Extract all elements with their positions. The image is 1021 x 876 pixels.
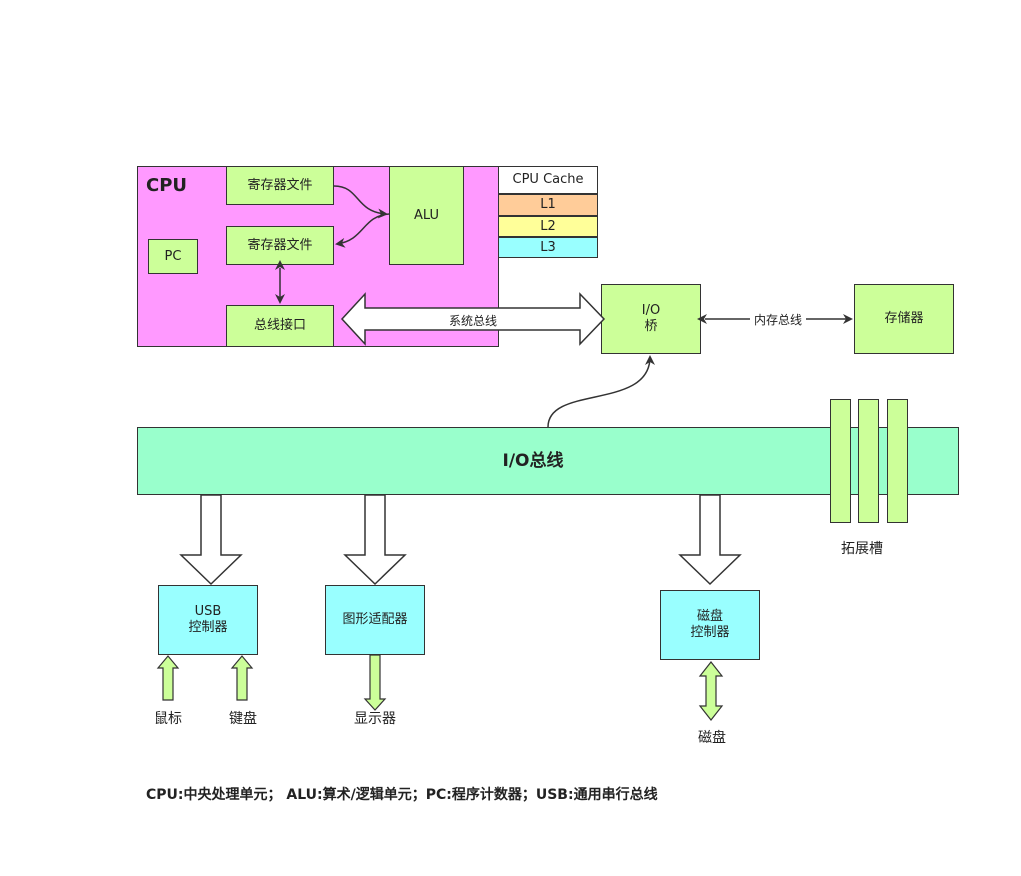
display-label: 显示器	[354, 711, 396, 727]
alu-label: ALU	[413, 207, 439, 223]
disk-controller-line1: 磁盘	[696, 609, 723, 624]
usb-controller-line1: USB	[194, 604, 222, 619]
alu-box: ALU	[389, 166, 464, 265]
bus-interface-label: 总线接口	[253, 318, 306, 333]
io-bus-to-graphics-arrow	[343, 494, 407, 586]
cache-l1-label: L1	[540, 197, 556, 212]
cache-l3-label: L3	[540, 239, 556, 255]
cache-l1: L1	[498, 194, 598, 216]
mouse-arrow	[156, 655, 180, 701]
expansion-slot-1	[830, 399, 851, 523]
memory-label: 存储器	[884, 311, 924, 326]
expansion-slot-2	[858, 399, 879, 523]
cpu-cache-title: CPU Cache	[498, 166, 598, 194]
io-bus-label: I/O总线	[502, 451, 564, 471]
cache-l2: L2	[498, 216, 598, 237]
disk-label: 磁盘	[698, 730, 726, 746]
mouse-label: 鼠标	[154, 711, 182, 727]
io-bridge-line2: 桥	[644, 319, 658, 334]
pc-label: PC	[164, 248, 182, 264]
memory-bus-label: 内存总线	[750, 311, 806, 328]
expansion-slots-label: 拓展槽	[841, 541, 883, 557]
graphics-adapter-box: 图形适配器	[325, 585, 425, 655]
io-bus: I/O总线	[137, 427, 959, 495]
io-bridge-line1: I/O	[641, 303, 661, 318]
register-file-1-label: 寄存器文件	[247, 177, 313, 193]
cpu-cache-title-label: CPU Cache	[512, 172, 584, 187]
disk-controller-box: 磁盘 控制器	[660, 590, 760, 660]
keyboard-label: 键盘	[229, 711, 257, 727]
register-file-1: 寄存器文件	[226, 166, 334, 205]
graphics-adapter-label: 图形适配器	[342, 612, 408, 627]
reg1-to-alu-arrow	[333, 185, 388, 219]
usb-controller-box: USB 控制器	[158, 585, 258, 655]
cache-l2-label: L2	[540, 218, 556, 234]
cpu-title: CPU	[146, 175, 188, 196]
keyboard-arrow	[230, 655, 254, 701]
bus-interface-box: 总线接口	[226, 305, 334, 347]
io-bus-to-usb-arrow	[179, 494, 243, 586]
memory-box: 存储器	[854, 284, 954, 354]
system-bus-label: 系统总线	[448, 314, 497, 328]
usb-controller-line2: 控制器	[188, 620, 228, 635]
legend-text: CPU:中央处理单元； ALU:算术/逻辑单元；PC:程序计数器；USB:通用串…	[146, 787, 658, 803]
register-file-2: 寄存器文件	[226, 226, 334, 265]
display-arrow	[363, 654, 387, 711]
system-bus-arrow	[340, 292, 606, 346]
register-file-2-label: 寄存器文件	[247, 237, 313, 253]
expansion-slot-3	[887, 399, 908, 523]
cache-l3: L3	[498, 237, 598, 258]
disk-controller-line2: 控制器	[690, 625, 730, 640]
io-bus-to-disk-controller-arrow	[678, 494, 742, 586]
disk-arrow	[698, 661, 724, 721]
io-bus-to-bridge-arrow	[547, 355, 655, 428]
pc-box: PC	[148, 239, 198, 274]
alu-to-reg2-arrow	[335, 213, 390, 248]
